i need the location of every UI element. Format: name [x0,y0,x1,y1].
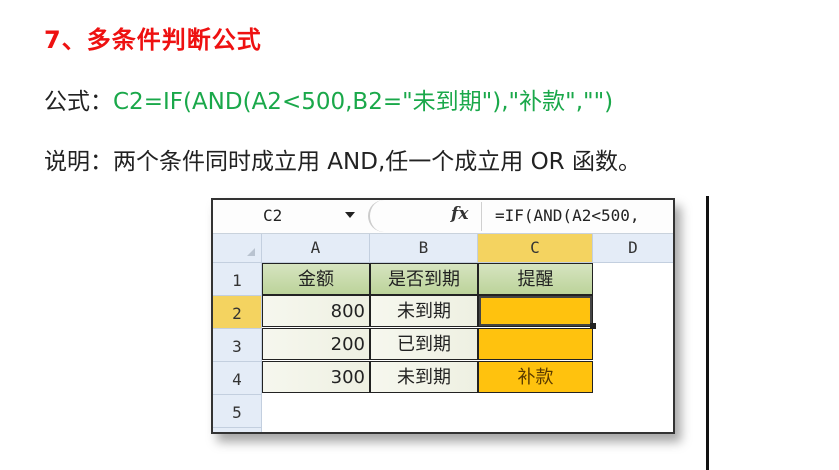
cell-b2[interactable]: 未到期 [370,295,478,327]
cell-a3[interactable]: 200 [262,328,370,360]
cell-b4[interactable]: 未到期 [370,361,478,393]
cell-c3[interactable] [478,328,593,360]
formula-label: 公式： [44,89,113,115]
row-header-5[interactable]: 5 [213,395,262,428]
row-header-4[interactable]: 4 [213,362,262,395]
row-header-3[interactable]: 3 [213,329,262,362]
row-header-6[interactable] [213,428,262,432]
name-box[interactable]: C2 [213,200,373,233]
select-all-corner[interactable] [213,234,262,263]
cell-c2[interactable] [478,295,593,327]
fx-icon[interactable]: fx [451,204,469,224]
chevron-down-icon[interactable] [345,212,355,218]
formula-bar-divider [368,200,386,232]
name-box-value: C2 [263,206,283,225]
row-header-1[interactable]: 1 [213,263,262,296]
formula-bar: C2 fx =IF(AND(A2<500, [213,200,673,234]
spreadsheet-screenshot: C2 fx =IF(AND(A2<500, A B C D 1 2 3 4 5 … [211,198,675,434]
description-line: 说明：两个条件同时成立用 AND,任一个成立用 OR 函数。 [44,149,641,175]
column-header-a[interactable]: A [262,234,370,263]
column-header-d[interactable]: D [593,234,673,263]
cell-a4[interactable]: 300 [262,361,370,393]
cell-a1[interactable]: 金额 [262,263,370,295]
cell-b3[interactable]: 已到期 [370,328,478,360]
cell-c1[interactable]: 提醒 [478,263,593,295]
fill-handle[interactable] [590,323,596,329]
cell-c4[interactable]: 补款 [478,361,593,393]
formula-text: C2=IF(AND(A2<500,B2="未到期"),"补款","") [113,89,614,115]
column-header-c[interactable]: C [478,234,593,263]
cell-b1[interactable]: 是否到期 [370,263,478,295]
column-header-b[interactable]: B [370,234,478,263]
formula-input[interactable]: =IF(AND(A2<500, [495,206,640,225]
cell-a2[interactable]: 800 [262,295,370,327]
row-header-2[interactable]: 2 [213,296,262,329]
formula-line: 公式：C2=IF(AND(A2<500,B2="未到期"),"补款","") [44,82,613,116]
section-heading: 7、多条件判断公式 [44,26,262,54]
divider-bar [706,196,709,470]
fx-separator [481,202,482,231]
select-all-icon [247,248,255,256]
